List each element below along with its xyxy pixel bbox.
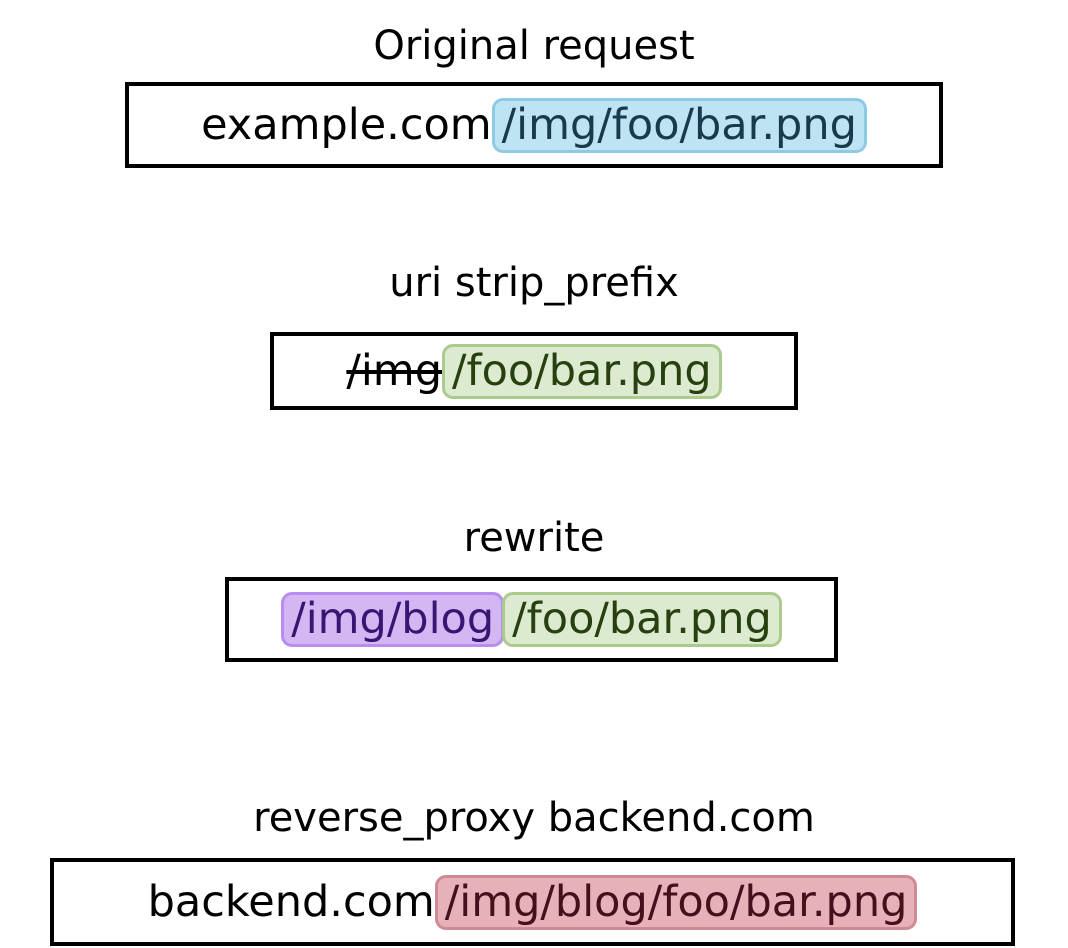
- request-box-rewrite: /img/blog/foo/bar.png: [225, 577, 838, 662]
- url-segment-remainder-highlight-green: /foo/bar.png: [502, 592, 782, 647]
- url-segment-backend-host: backend.com: [147, 876, 435, 927]
- step-title-rewrite: rewrite: [463, 515, 605, 561]
- request-box-strip-prefix: /img/foo/bar.png: [270, 332, 798, 410]
- url-line: backend.com/img/blog/foo/bar.png: [147, 874, 918, 930]
- url-segment-stripped-prefix: /img: [346, 345, 442, 396]
- url-line: example.com/img/foo/bar.png: [201, 97, 867, 153]
- request-box-reverse-proxy: backend.com/img/blog/foo/bar.png: [50, 858, 1015, 946]
- url-line: /img/foo/bar.png: [346, 343, 722, 399]
- step-title-uri-strip-prefix: uri strip_prefix: [389, 260, 679, 306]
- url-line: /img/blog/foo/bar.png: [281, 592, 782, 647]
- step-title-reverse-proxy: reverse_proxy backend.com: [253, 795, 815, 841]
- url-segment-new-prefix-highlight-purple: /img/blog: [281, 592, 505, 647]
- step-title-original-request: Original request: [373, 23, 695, 69]
- url-segment-host: example.com: [201, 99, 492, 150]
- url-segment-path-highlight-blue: /img/foo/bar.png: [491, 97, 867, 153]
- url-segment-final-path-highlight-red: /img/blog/foo/bar.png: [434, 874, 918, 930]
- request-box-original: example.com/img/foo/bar.png: [125, 82, 943, 168]
- url-segment-remainder-highlight-green: /foo/bar.png: [442, 343, 722, 399]
